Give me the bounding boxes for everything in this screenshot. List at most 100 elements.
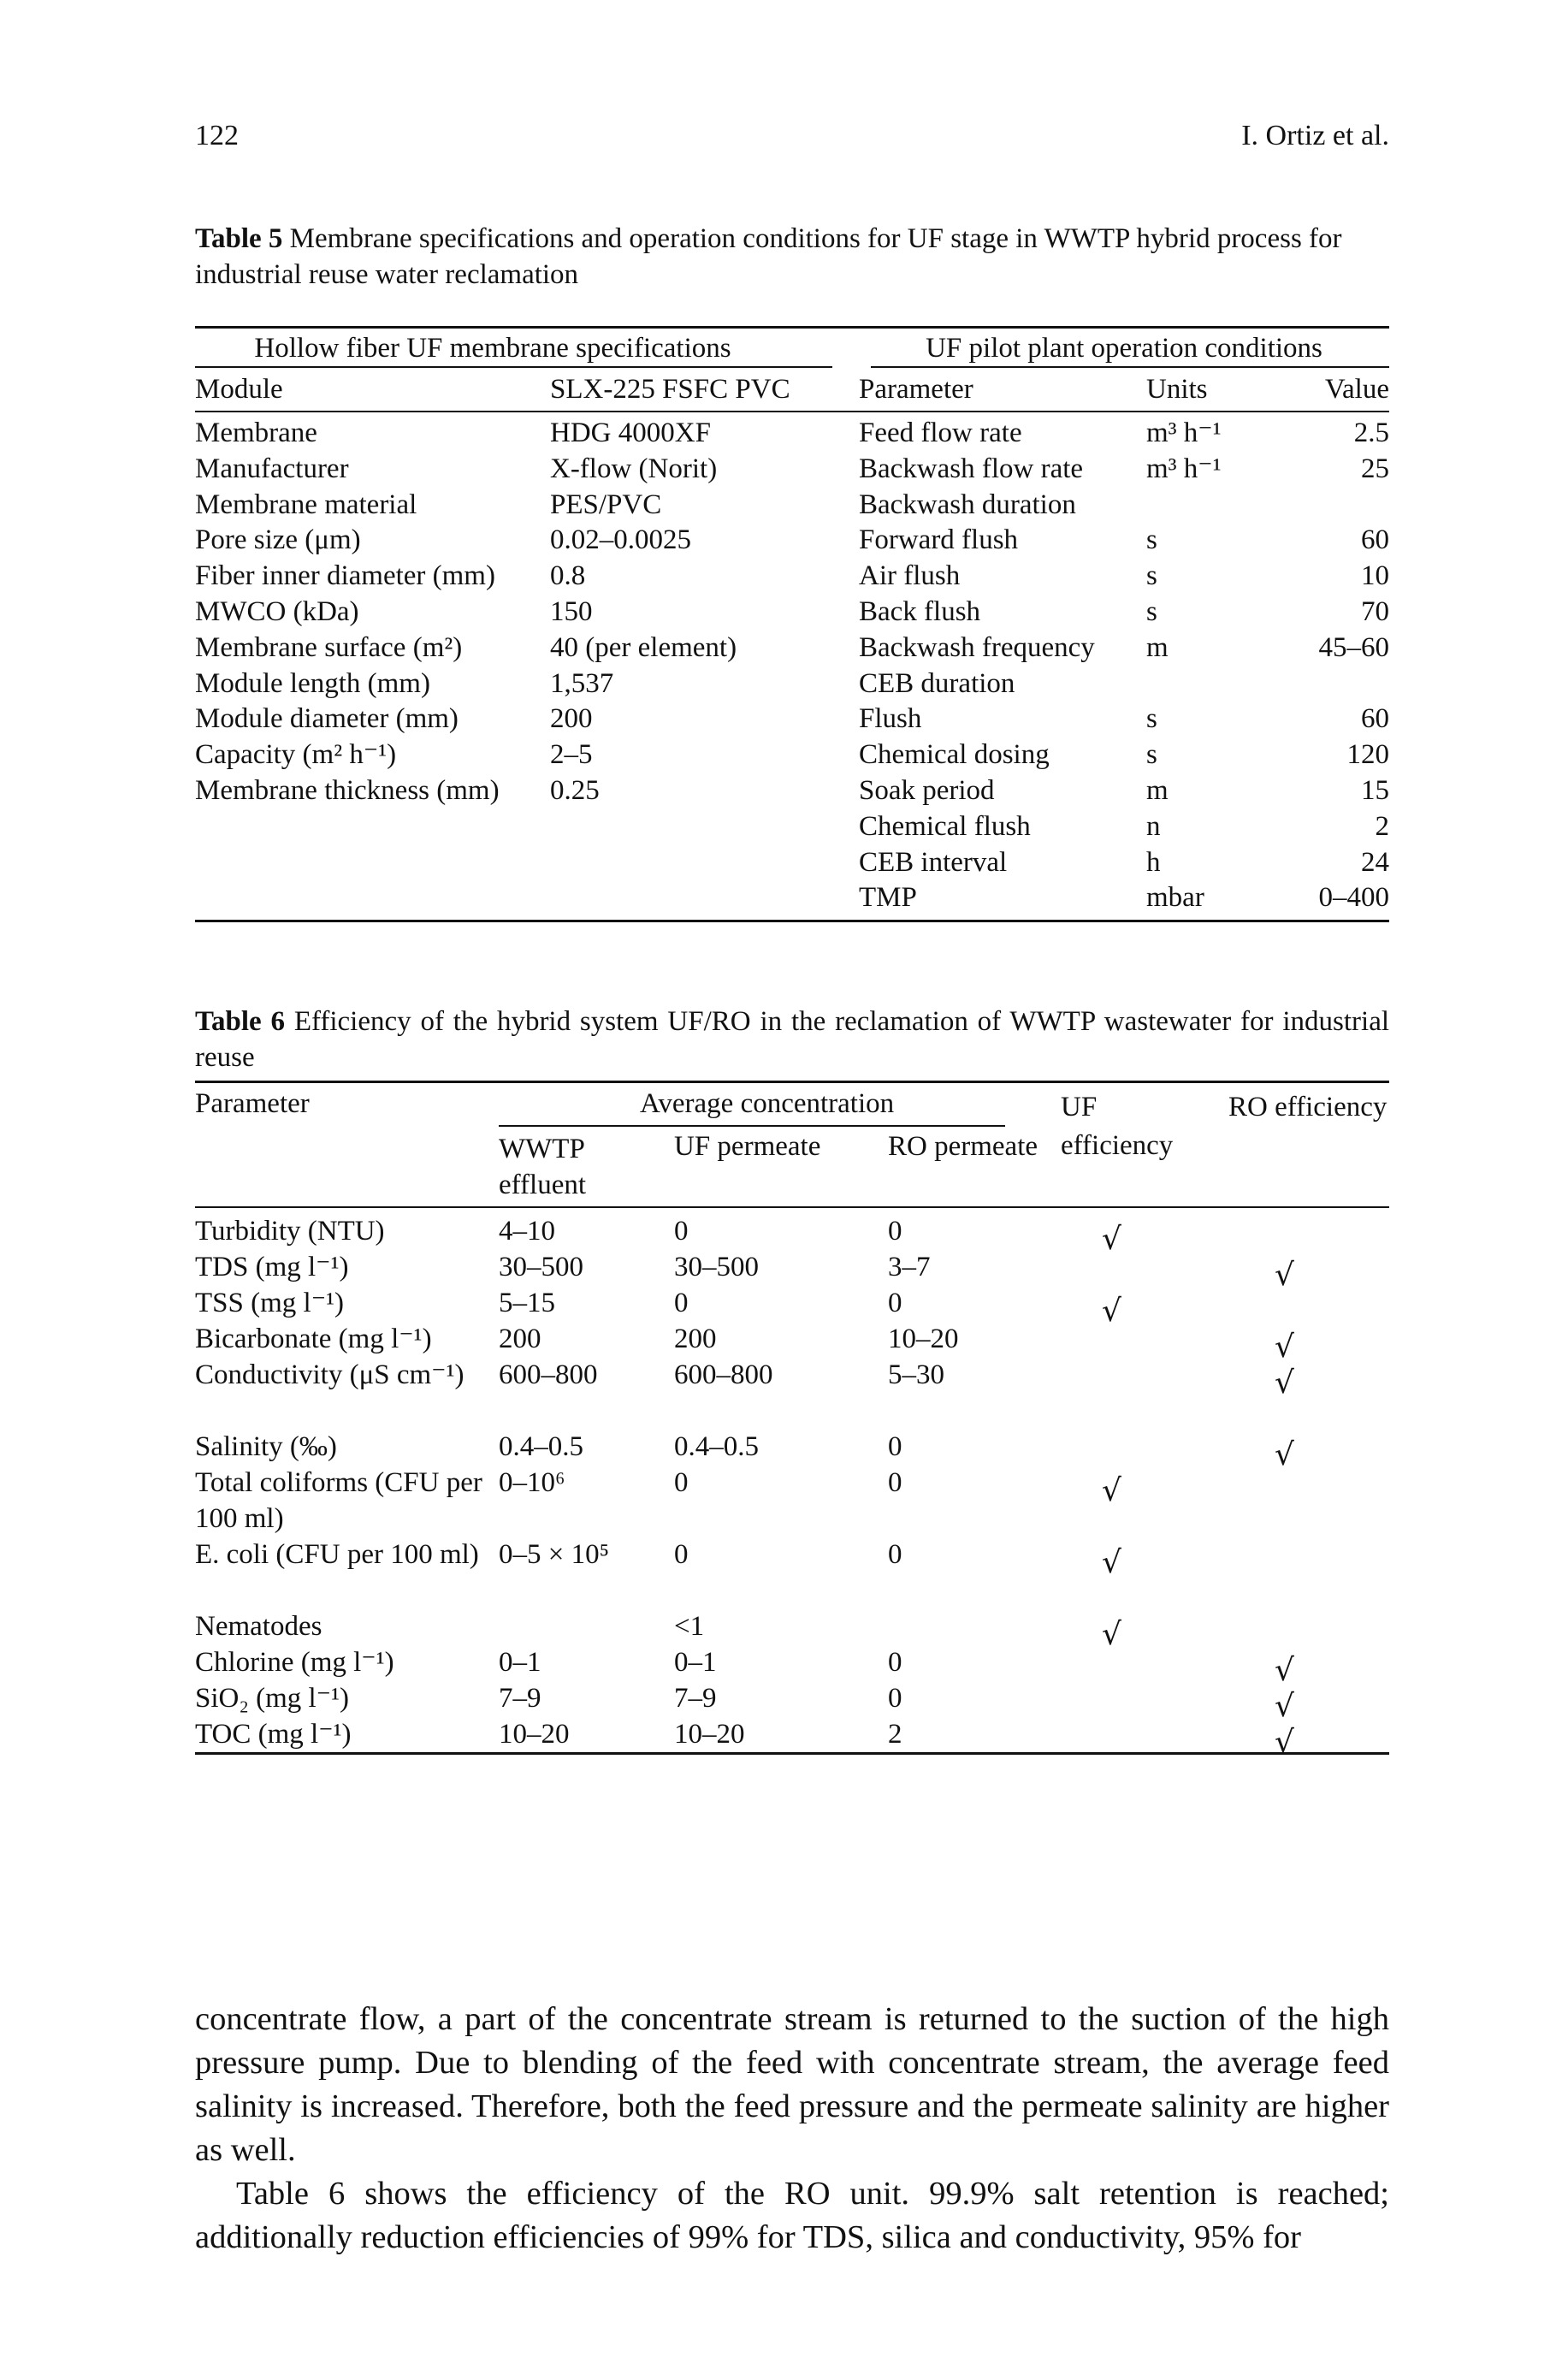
- table5-param-units: s: [1146, 524, 1157, 556]
- table6-wwtp-effluent: 200: [499, 1324, 541, 1354]
- table5-param-name: Backwash frequency: [859, 631, 1095, 663]
- table6-uf-permeate: 0: [674, 1288, 689, 1318]
- table6-uf-permeate: 0–1: [674, 1647, 717, 1678]
- table5-param-value: 120: [1346, 739, 1390, 771]
- table5-group-left-rule: [195, 366, 832, 368]
- table5-spec-name: Capacity (m² h⁻¹): [195, 739, 397, 771]
- table5-spec-name: Membrane material: [195, 489, 417, 520]
- table6-param-name: Salinity (‰): [195, 1431, 337, 1462]
- table6-wwtp-effluent: 30–500: [499, 1252, 583, 1282]
- table6-row: Nematodes<1√: [195, 1608, 1389, 1652]
- table5-param-value: 25: [1361, 453, 1389, 484]
- table5-param-units: m³ h⁻¹: [1146, 418, 1222, 448]
- table5-spec-name: [195, 845, 550, 881]
- table6-param-name: Turbidity (NTU): [195, 1216, 385, 1247]
- table6-wwtp-effluent: 7–9: [499, 1683, 541, 1714]
- table5-param-value: 10: [1361, 560, 1389, 592]
- table6-param-name: TSS (mg l⁻¹): [195, 1288, 344, 1318]
- table6-col-ro-permeate: RO permeate: [888, 1131, 1038, 1162]
- table5-group-right-rule: [871, 366, 1389, 368]
- table6-col-ro-efficiency: RO efficiency: [1228, 1092, 1388, 1122]
- table5-spec-name: [195, 880, 550, 916]
- table6-uf-permeate: 30–500: [674, 1252, 759, 1282]
- table5-param-value: 2.5: [1353, 418, 1389, 448]
- table5-spec-value: 0.8: [550, 560, 586, 592]
- table6-wwtp-effluent: 10–20: [499, 1719, 570, 1750]
- table6-ro-efficiency: √: [1275, 1725, 1294, 1760]
- table6-ro-permeate: 10–20: [888, 1324, 959, 1354]
- table6-ro-permeate: 0: [888, 1539, 902, 1570]
- table5-param-name: Soak period: [859, 774, 995, 806]
- table5-param-name: Backwash duration: [859, 489, 1076, 520]
- table5-param-value: 45–60: [1318, 631, 1390, 663]
- table5-param-units: m: [1146, 774, 1169, 806]
- table5-param-value: 0–400: [1318, 882, 1390, 914]
- table6-ro-efficiency: √: [1275, 1653, 1294, 1688]
- table5-header-row: Module SLX-225 FSFC PVC Parameter Units …: [195, 368, 1389, 411]
- table6-param-name: Bicarbonate (mg l⁻¹): [195, 1324, 432, 1354]
- table6: Parameter Average concentration WWTP eff…: [195, 1083, 1389, 1760]
- table6-param-name: Chlorine (mg l⁻¹): [195, 1647, 394, 1678]
- table5-param-name: Chemical flush: [859, 810, 1031, 842]
- table5-spec-value: PES/PVC: [550, 489, 662, 520]
- table6-ro-permeate: 5–30: [888, 1359, 944, 1390]
- table5-param-units: s: [1146, 560, 1157, 592]
- table6-bottom-rule: [195, 1752, 1389, 1755]
- table5-param-name: Flush: [859, 703, 922, 735]
- table5-spec-value: 2–5: [550, 739, 593, 771]
- table6-param-name: Conductivity (μS cm⁻¹): [195, 1359, 464, 1390]
- table5-param-value: 60: [1361, 524, 1389, 556]
- table5-param-name: CEB interval: [859, 846, 1008, 878]
- table5-spec-name: MWCO (kDa): [195, 595, 359, 627]
- table6-param-name: E. coli (CFU per 100 ml): [195, 1539, 479, 1570]
- table6-uf-efficiency: √: [1102, 1294, 1121, 1329]
- table5-header-rule: [195, 411, 1389, 412]
- table6-wwtp-effluent: 5–15: [499, 1288, 555, 1318]
- table5-label: Table 5: [195, 223, 283, 254]
- table6-col-parameter: Parameter: [195, 1088, 310, 1119]
- table5-param-name: Feed flow rate: [859, 418, 1022, 448]
- table5-param-value: [1293, 666, 1389, 702]
- table6-wwtp-effluent: 0–1: [499, 1647, 541, 1678]
- table5-spec-value: HDG 4000XF: [550, 418, 711, 448]
- table5-param-name: TMP: [859, 882, 917, 914]
- table5-col-units: Units: [1146, 374, 1208, 405]
- table5-param-units: h: [1146, 846, 1161, 878]
- table5-spec-value: 40 (per element): [550, 631, 737, 663]
- table6-ro-efficiency: √: [1275, 1258, 1294, 1293]
- table5-param-units: n: [1146, 810, 1161, 842]
- paragraph-2: Table 6 shows the efficiency of the RO u…: [195, 2176, 1389, 2255]
- table6-ro-permeate: 0: [888, 1288, 902, 1318]
- table6-uf-permeate: 0: [674, 1539, 689, 1570]
- table6-param-name: TOC (mg l⁻¹): [195, 1719, 352, 1750]
- table5-spec-name: Module length (mm): [195, 667, 430, 699]
- table6-caption: Table 6 Efficiency of the hybrid system …: [195, 1004, 1389, 1075]
- running-header: 122 I. Ortiz et al.: [195, 120, 1389, 163]
- table5-param-value: 2: [1375, 810, 1390, 842]
- table5: Hollow fiber UF membrane specifications …: [195, 329, 1390, 923]
- table5-col-module-value: SLX-225 FSFC PVC: [550, 374, 790, 405]
- table6-param-name: Total coliforms (CFU per 100 ml): [195, 1467, 482, 1534]
- table6-ro-permeate: 0: [888, 1216, 902, 1247]
- table6-top-rule: [195, 1081, 1389, 1083]
- table5-row: Chemical flush n 2: [195, 809, 1389, 845]
- table5-spec-value: X-flow (Norit): [550, 453, 718, 484]
- table5-param-name: CEB duration: [859, 667, 1015, 699]
- table5-spec-name: Pore size (μm): [195, 524, 361, 556]
- table5-group-right: UF pilot plant operation conditions: [926, 333, 1322, 364]
- table6-uf-efficiency: √: [1102, 1473, 1121, 1508]
- table5-spec-name: Membrane thickness (mm): [195, 774, 500, 806]
- table6-uf-permeate: 0: [674, 1467, 689, 1498]
- table6-uf-permeate: 600–800: [674, 1359, 773, 1390]
- table5-param-value: [1293, 488, 1389, 524]
- table5-spec-name: Module diameter (mm): [195, 703, 459, 735]
- table6-ro-efficiency: √: [1275, 1365, 1294, 1401]
